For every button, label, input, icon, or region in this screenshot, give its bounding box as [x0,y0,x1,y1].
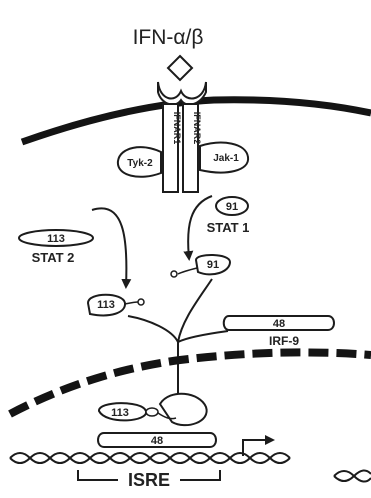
stat1-phospho-tail [177,267,198,275]
ifnar1-receptor: IFNAR1 [162,103,182,193]
stat2-number: 113 [47,233,65,245]
jak1-kinase: Jak-1 [199,141,250,174]
dna-helix [9,452,371,483]
stat2-to-complex-line [127,315,179,343]
stat1-protein: 91 STAT 1 [207,196,250,235]
stat2-label: STAT 2 [32,250,75,265]
irf9-label: IRF-9 [269,334,299,348]
cell-membrane [20,96,371,146]
stat2-phospho-tail [124,301,139,305]
isre-label: ISRE [128,470,170,490]
irf9-protein: 48 IRF-9 [222,315,335,348]
stat2-activation-arrow [91,207,132,289]
transcription-start-arrow [242,435,275,456]
stat1-label: STAT 1 [207,220,250,235]
ifnar1-label: IFNAR1 [172,112,182,145]
ifnar2-label: IFNAR2 [192,112,202,145]
phospho-stat2-number: 113 [97,299,115,311]
stat1-phosphate [170,270,178,278]
complex-phosphate [145,407,159,417]
stat1-to-complex-line [177,278,213,343]
phospho-stat2: 113 [86,293,145,317]
nuclear-membrane [8,348,371,418]
receptor-binding-cup [157,81,207,106]
dna-fragment-right-lower [333,469,371,482]
stat2-protein: 113 STAT 2 [18,229,94,265]
phospho-stat1-number: 91 [207,259,219,271]
isgf3-complex: 113 48 [97,392,217,448]
stat1-number: 91 [226,201,238,213]
phospho-stat1: 91 [170,254,232,278]
jak1-label: Jak-1 [213,153,239,164]
complex-irf9-number: 48 [151,435,163,447]
ifnar2-receptor: IFNAR2 [182,103,202,193]
stat2-phosphate [137,298,145,306]
irf9-to-complex-line [177,330,229,343]
complex-stat2-number: 113 [111,407,129,419]
irf9-number: 48 [273,318,285,330]
complex-stat1 [158,392,208,427]
tyk2-label: Tyk-2 [127,158,153,169]
tyk2-kinase: Tyk-2 [116,146,162,178]
stat1-activation-arrow [183,195,213,261]
dna-strand-lower [9,452,291,464]
ligand-title: IFN-α/β [133,26,204,49]
ligand-diamond [166,54,194,82]
complex-linker [157,412,177,420]
isre-element: ISRE [77,468,221,490]
complex-irf9 [97,432,217,448]
